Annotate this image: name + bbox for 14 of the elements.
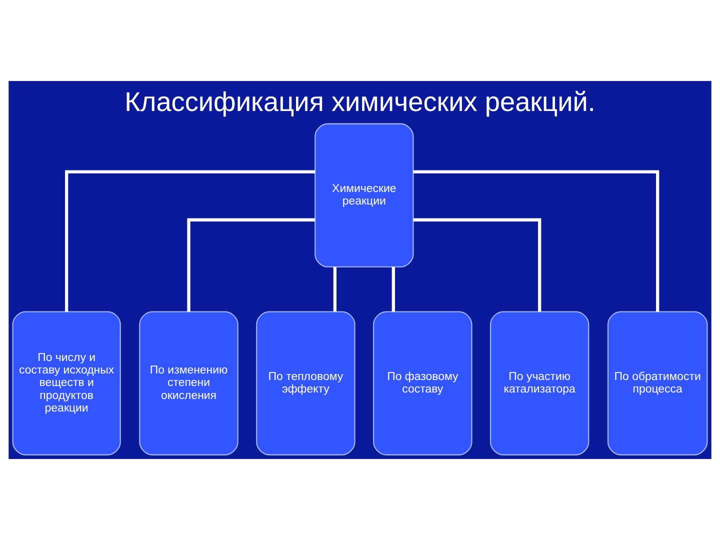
connector xyxy=(333,266,336,312)
node-box: По изменению степени окисления xyxy=(139,311,238,456)
node-box: По участию катализатора xyxy=(490,311,590,456)
node-box: По обратимости процесса xyxy=(607,311,708,456)
node-box: Химические реакции xyxy=(314,123,414,268)
diagram-title: Классификация химических реакций. xyxy=(124,86,596,118)
node-box: По числу и составу исходных веществ и продуктов реакции xyxy=(12,311,121,456)
connector xyxy=(187,218,315,312)
connector xyxy=(414,218,542,312)
connector xyxy=(65,170,316,312)
node-box: По тепловому эффекту xyxy=(256,311,356,456)
connector xyxy=(413,170,660,312)
node-box: По фазовому составу xyxy=(373,311,472,456)
connector xyxy=(392,266,395,312)
